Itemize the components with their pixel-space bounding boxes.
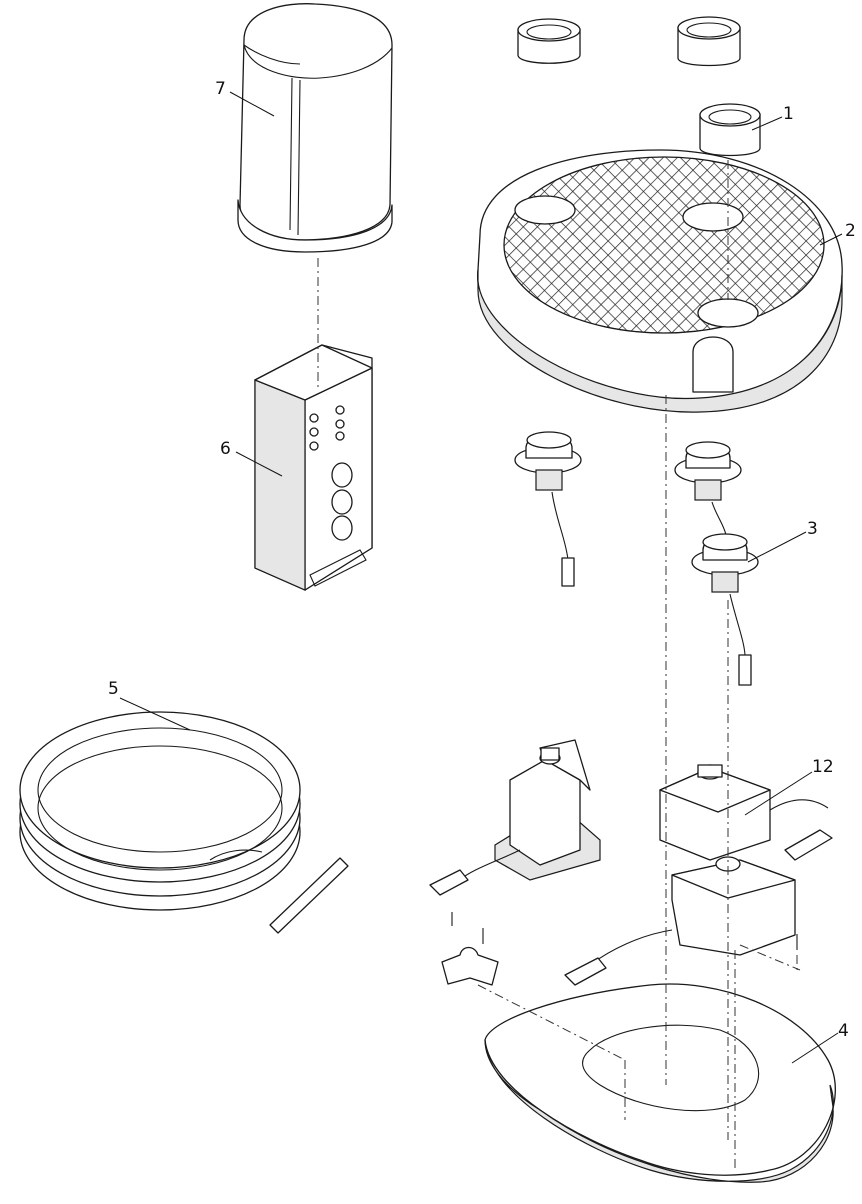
part-3-lamp-unit (691, 533, 759, 686)
part-7-cover (237, 3, 393, 253)
assembly-axis-lines (317, 160, 801, 1170)
callout-3: 3 (807, 519, 818, 539)
part-2-lid (477, 149, 843, 413)
callout-7: 7 (215, 79, 226, 99)
callout-5: 5 (108, 679, 119, 699)
callout-2: 2 (845, 221, 856, 241)
nozzle-ring-top-right (677, 16, 741, 67)
mounting-bracket (441, 912, 798, 986)
part-5-cable-coil (19, 711, 349, 934)
pump-lower (564, 856, 796, 986)
callout-12: 12 (812, 757, 834, 777)
part-1-nozzle-ring (699, 103, 761, 157)
part-6-junction-box (254, 344, 373, 591)
part-12-pump-upper (659, 764, 833, 861)
callout-leaders (119, 91, 843, 1064)
lamp-unit-left (514, 431, 582, 587)
nozzle-ring-top-left (517, 18, 581, 64)
callout-6: 6 (220, 439, 231, 459)
callout-1: 1 (783, 104, 794, 124)
pump-left (429, 739, 601, 896)
lamp-unit-middle (674, 441, 742, 536)
part-4-base-plate (484, 983, 836, 1183)
callout-4: 4 (838, 1021, 849, 1041)
